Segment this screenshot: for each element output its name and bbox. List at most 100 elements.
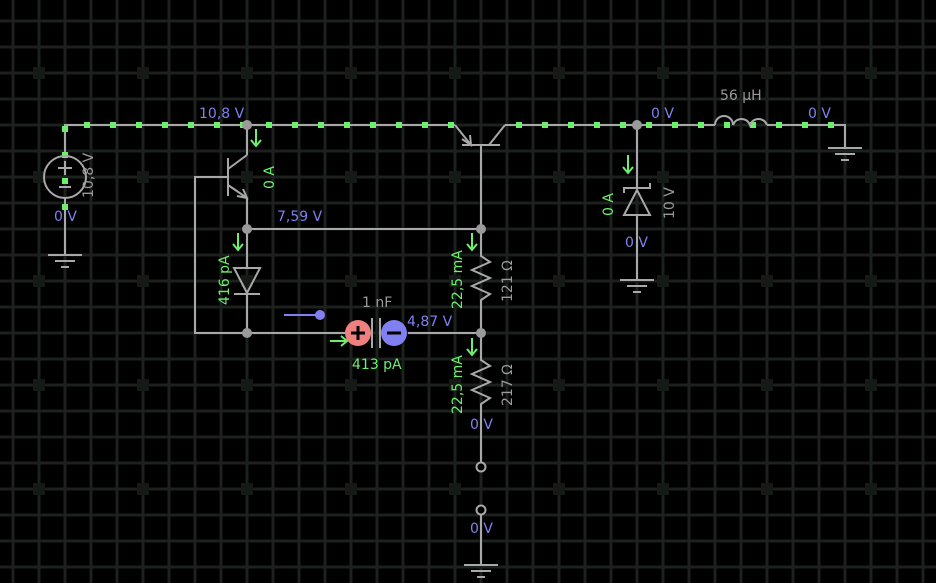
zener-diode-icon[interactable] <box>622 183 652 216</box>
resistor-current-label: 22,5 mA <box>450 250 466 309</box>
current-dot <box>344 122 350 128</box>
node-voltage-label: 0 V <box>808 106 831 122</box>
ground-icon <box>464 564 498 578</box>
current-dot <box>396 122 402 128</box>
node-voltage-label: 10,8 V <box>199 106 245 122</box>
grid-major-marker <box>33 67 45 79</box>
grid-major-marker <box>33 275 45 287</box>
grid-major-marker <box>33 379 45 391</box>
wire-top-left[interactable] <box>64 124 455 155</box>
npn-transistor-icon[interactable] <box>227 154 249 200</box>
inductor-value-label: 56 µH <box>720 88 762 104</box>
wire-base-loop[interactable] <box>194 176 345 334</box>
probe-icon[interactable] <box>284 310 325 320</box>
grid-major-marker <box>241 275 253 287</box>
grid-major-marker <box>553 379 565 391</box>
capacitor-icon[interactable] <box>345 318 407 348</box>
current-dot <box>84 122 90 128</box>
grid-major-marker <box>865 171 877 183</box>
grid-major-marker <box>553 171 565 183</box>
current-dot <box>62 178 68 184</box>
grid-major-marker <box>345 275 357 287</box>
arrow-down-icon <box>466 233 478 252</box>
grid-major-marker <box>657 275 669 287</box>
current-direction-arrows <box>232 129 634 357</box>
zener-value-label: 10 V <box>662 187 678 219</box>
grid-major-marker <box>761 171 773 183</box>
grid-major-marker <box>761 379 773 391</box>
grid-major-marker <box>137 67 149 79</box>
inductor-icon[interactable] <box>714 115 768 129</box>
grid-major-marker <box>449 171 461 183</box>
grid-major-marker <box>449 275 461 287</box>
diode-icon[interactable] <box>232 267 262 296</box>
grid-major-marker <box>865 275 877 287</box>
current-dot <box>620 122 626 128</box>
grid-major-marker <box>345 171 357 183</box>
current-dot <box>136 122 142 128</box>
current-dot <box>292 122 298 128</box>
resistor-icon[interactable] <box>469 355 493 410</box>
node-voltage-label: 0 V <box>470 417 493 433</box>
grid-major-marker <box>761 67 773 79</box>
current-dot <box>370 122 376 128</box>
switch-terminal-icon[interactable] <box>475 461 487 516</box>
current-dot <box>162 122 168 128</box>
current-dot <box>188 122 194 128</box>
grid-major-marker <box>761 483 773 495</box>
node-voltage-label: 0 V <box>625 235 648 251</box>
node-voltage-label: 0 V <box>651 106 674 122</box>
grid-major-marker <box>657 483 669 495</box>
current-dot <box>724 122 730 128</box>
dc-voltage-source-icon[interactable] <box>43 155 87 199</box>
ground-icon <box>828 147 862 161</box>
grid-major-marker <box>345 379 357 391</box>
grid-major-marker <box>137 275 149 287</box>
arrow-down-icon <box>466 338 478 357</box>
source-value-label: 10,8 V <box>81 152 97 198</box>
grid-major-marker <box>345 483 357 495</box>
grid-major-marker <box>33 483 45 495</box>
grid-major-marker <box>553 275 565 287</box>
arrow-down-icon <box>622 155 634 175</box>
current-dot <box>214 122 220 128</box>
node-voltage-label: 0 V <box>54 209 77 225</box>
resistor-icon[interactable] <box>469 250 493 306</box>
grid-major-marker <box>865 67 877 79</box>
ground-icon <box>48 254 82 268</box>
current-dot <box>542 122 548 128</box>
current-dot <box>422 122 428 128</box>
grid-major-marker <box>241 379 253 391</box>
current-dot <box>776 122 782 128</box>
ground-icon <box>620 279 654 293</box>
diode-current-label: 416 pA <box>217 255 233 305</box>
pnp-transistor-icon[interactable] <box>454 124 506 148</box>
current-dot <box>62 126 68 132</box>
capacitor-value-label: 1 nF <box>362 295 392 311</box>
wire-top-far-right[interactable] <box>767 124 846 148</box>
current-dot <box>672 122 678 128</box>
current-dot <box>266 122 272 128</box>
grid-major-marker <box>137 171 149 183</box>
current-flow-dots <box>62 122 834 210</box>
current-dot <box>802 122 808 128</box>
resistor-current-label: 22,5 mA <box>450 355 466 414</box>
grid-major-marker <box>865 483 877 495</box>
current-dot <box>828 122 834 128</box>
grid-major-marker <box>137 379 149 391</box>
node-voltage-label: 7,59 V <box>277 209 323 225</box>
grid-major-marker <box>241 483 253 495</box>
arrow-down-icon <box>250 129 262 148</box>
junction-nodes <box>242 120 642 338</box>
grid-major-marker <box>761 275 773 287</box>
resistor-value-label: 217 Ω <box>500 364 516 406</box>
resistor-value-label: 121 Ω <box>500 260 516 302</box>
grid-major-marker <box>449 67 461 79</box>
current-dot <box>646 122 652 128</box>
grid-major-marker <box>657 171 669 183</box>
current-dot <box>594 122 600 128</box>
grid-major-marker <box>345 67 357 79</box>
grid-major-marker <box>449 379 461 391</box>
